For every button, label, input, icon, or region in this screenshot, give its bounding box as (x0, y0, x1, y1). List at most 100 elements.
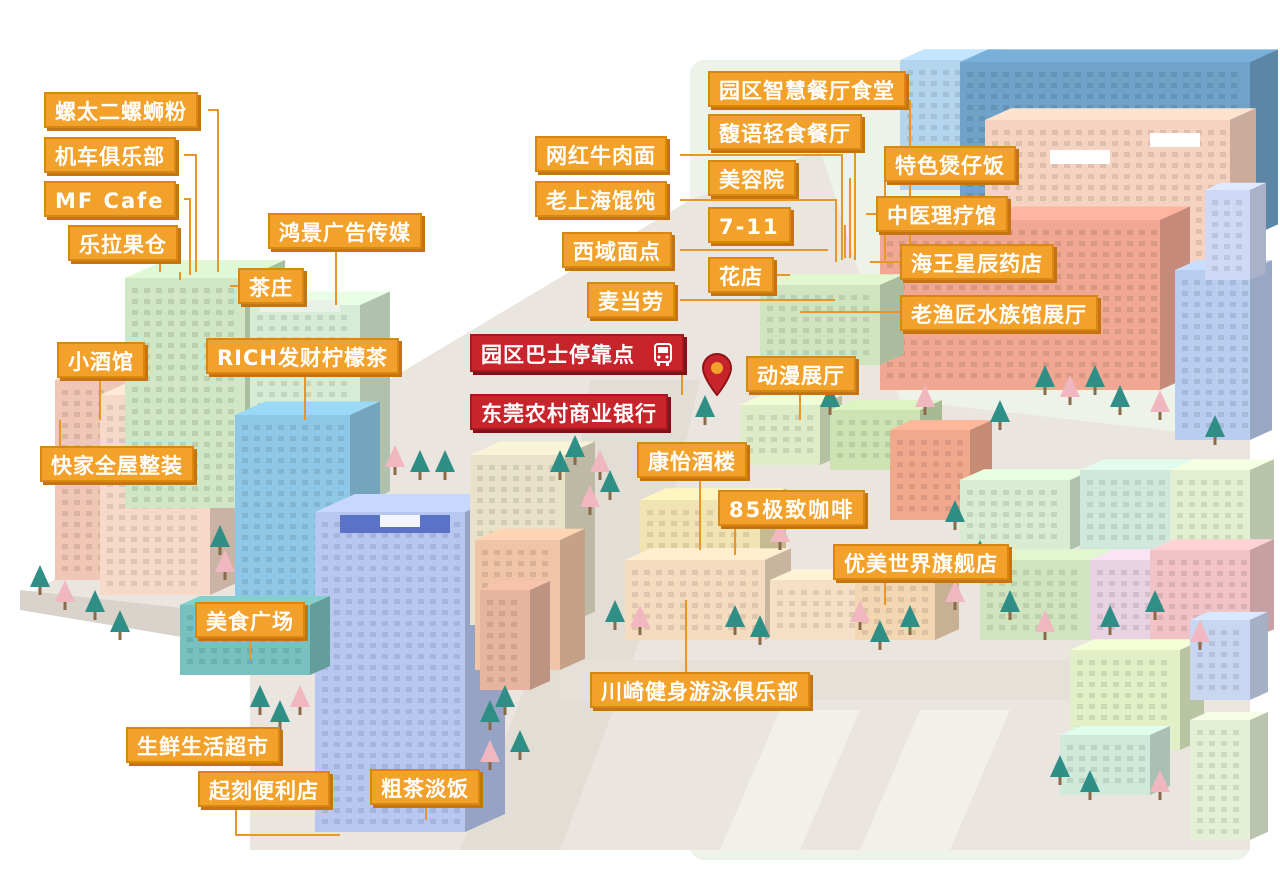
tree-39 (1080, 770, 1100, 800)
label-claypot[interactable]: 特色煲仔饭 (884, 146, 1016, 182)
blossom-tree-31 (1150, 390, 1170, 420)
tree-38 (1050, 755, 1070, 785)
tree-2 (85, 590, 105, 620)
tree-48 (565, 435, 585, 465)
blossom-tree-7 (590, 450, 610, 480)
label-youmei[interactable]: 优美世界旗舰店 (833, 544, 1009, 580)
blossom-tree-34 (1035, 610, 1055, 640)
label-aquarium[interactable]: 老渔匠水族馆展厅 (900, 295, 1098, 331)
label-fruit-store[interactable]: 乐拉果仓 (68, 225, 178, 261)
blossom-tree-22 (770, 520, 790, 550)
tree-45 (870, 620, 890, 650)
tree-14 (480, 700, 500, 730)
bus-icon (654, 343, 673, 366)
label-coffee85[interactable]: 85极致咖啡 (718, 490, 866, 526)
label-kawasaki[interactable]: 川崎健身游泳俱乐部 (590, 672, 810, 708)
label-beauty[interactable]: 美容院 (708, 160, 796, 196)
building-22 (625, 548, 791, 640)
building-15 (760, 274, 904, 365)
leader-line-2 (184, 198, 191, 275)
building-17 (1205, 182, 1266, 280)
blossom-tree-16 (480, 740, 500, 770)
label-bank[interactable]: 东莞农村商业银行 (470, 394, 668, 430)
tree-20 (725, 605, 745, 635)
blossom-tree-4 (385, 445, 405, 475)
label-kangyi[interactable]: 康怡酒楼 (637, 442, 747, 478)
label-florist[interactable]: 花店 (708, 257, 774, 293)
blossom-tree-19 (630, 605, 650, 635)
tree-21 (750, 615, 770, 645)
tree-3 (110, 610, 130, 640)
tree-33 (1000, 590, 1020, 620)
building-9 (480, 581, 550, 690)
blossom-tree-25 (915, 385, 935, 415)
tree-24 (820, 385, 840, 415)
tree-11 (250, 685, 270, 715)
tree-36 (1145, 590, 1165, 620)
tree-5 (410, 450, 430, 480)
label-wonton[interactable]: 老上海馄饨 (535, 181, 667, 217)
label-beef-noodle[interactable]: 网红牛肉面 (535, 136, 667, 172)
label-fuyu[interactable]: 馥语轻食餐厅 (708, 114, 862, 150)
tree-18 (605, 600, 625, 630)
blossom-tree-43 (945, 580, 965, 610)
blossom-tree-13 (290, 685, 310, 715)
tree-41 (945, 500, 965, 530)
building-33 (1060, 726, 1170, 795)
blossom-tree-28 (1060, 375, 1080, 405)
tree-23 (695, 395, 715, 425)
blossom-tree-10 (215, 550, 235, 580)
tree-27 (1035, 365, 1055, 395)
label-pharmacy[interactable]: 海王星辰药店 (900, 244, 1054, 280)
label-moto-club[interactable]: 机车俱乐部 (44, 137, 176, 173)
leader-line-0 (208, 109, 219, 272)
label-hongjing-media[interactable]: 鸿景广告传媒 (268, 213, 422, 249)
label-bar[interactable]: 小酒馆 (57, 342, 145, 378)
label-mf-cafe[interactable]: MF Cafe (44, 181, 176, 217)
leader-line-19 (680, 154, 843, 260)
tree-35 (1100, 605, 1120, 635)
building-16 (1175, 260, 1272, 440)
leader-line-20 (680, 199, 837, 262)
building-27 (1170, 459, 1274, 550)
tree-44 (900, 605, 920, 635)
blossom-tree-46 (850, 600, 870, 630)
tree-12 (270, 700, 290, 730)
label-seven-eleven[interactable]: 7-11 (708, 207, 791, 243)
tree-0 (30, 565, 50, 595)
tree-47 (550, 450, 570, 480)
label-qike[interactable]: 起刻便利店 (198, 771, 330, 807)
tree-8 (600, 470, 620, 500)
building-25 (960, 469, 1094, 550)
location-pin-icon[interactable] (700, 352, 734, 396)
label-canteen[interactable]: 园区智慧餐厅食堂 (708, 71, 906, 107)
label-tcm[interactable]: 中医理疗馆 (876, 196, 1008, 232)
tree-17 (510, 730, 530, 760)
label-luosifen[interactable]: 螺太二螺蛳粉 (44, 92, 198, 128)
tree-15 (495, 685, 515, 715)
label-mcdonalds[interactable]: 麦当劳 (587, 282, 675, 318)
label-anime[interactable]: 动漫展厅 (746, 356, 856, 392)
tree-32 (1205, 415, 1225, 445)
label-food-plaza[interactable]: 美食广场 (195, 602, 305, 638)
blossom-tree-49 (580, 485, 600, 515)
tree-6 (435, 450, 455, 480)
label-rich-tea[interactable]: RICH发财柠檬茶 (206, 338, 399, 374)
label-fresh-market[interactable]: 生鲜生活超市 (126, 727, 280, 763)
label-bus-stop[interactable]: 园区巴士停靠点 (470, 334, 685, 372)
blossom-tree-40 (1150, 770, 1170, 800)
tree-26 (990, 400, 1010, 430)
building-34 (1190, 711, 1268, 840)
leader-line-1 (184, 154, 197, 272)
label-xiyu[interactable]: 西域面点 (562, 232, 672, 268)
building-18 (740, 395, 842, 465)
blossom-tree-37 (1190, 620, 1210, 650)
tree-9 (210, 525, 230, 555)
tree-30 (1110, 385, 1130, 415)
blossom-tree-1 (55, 580, 75, 610)
tree-29 (1085, 365, 1105, 395)
label-cucha[interactable]: 粗茶淡饭 (370, 769, 480, 805)
label-kuaijia[interactable]: 快家全屋整装 (40, 446, 194, 482)
label-tea-house[interactable]: 茶庄 (238, 268, 304, 304)
